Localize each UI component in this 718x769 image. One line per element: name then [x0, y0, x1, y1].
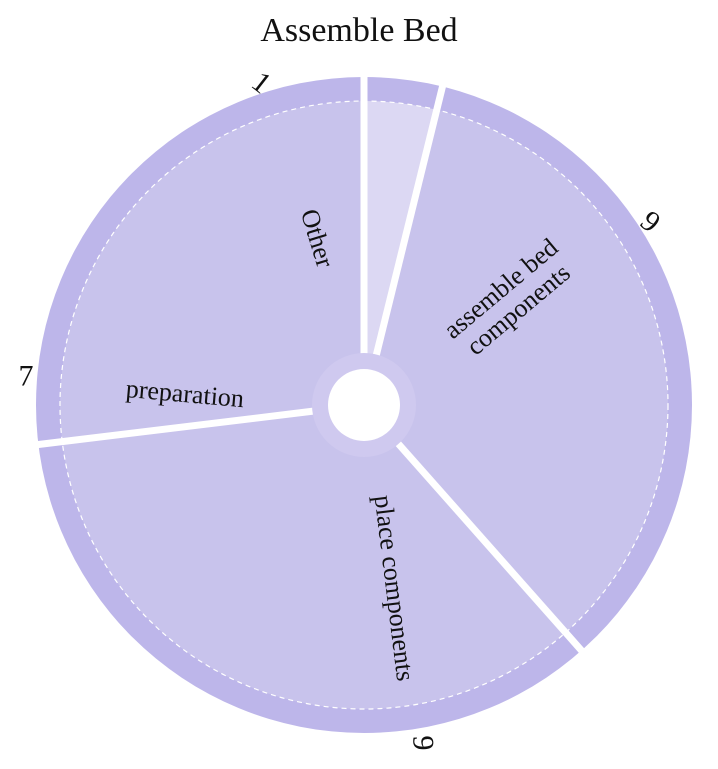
chart-title: Assemble Bed: [260, 12, 458, 49]
slice-place-components: [62, 410, 566, 710]
slice-separator: [35, 407, 317, 449]
value-label-place-components: 9: [406, 735, 440, 751]
center-hole: [328, 369, 400, 441]
slice-separator: [372, 83, 447, 360]
slice-assemble-bed-components: [375, 109, 668, 633]
slice-other: [364, 101, 437, 359]
value-label-preparation: 7: [19, 360, 34, 393]
slice-preparation: [59, 101, 364, 442]
slice-separator: [393, 438, 586, 655]
